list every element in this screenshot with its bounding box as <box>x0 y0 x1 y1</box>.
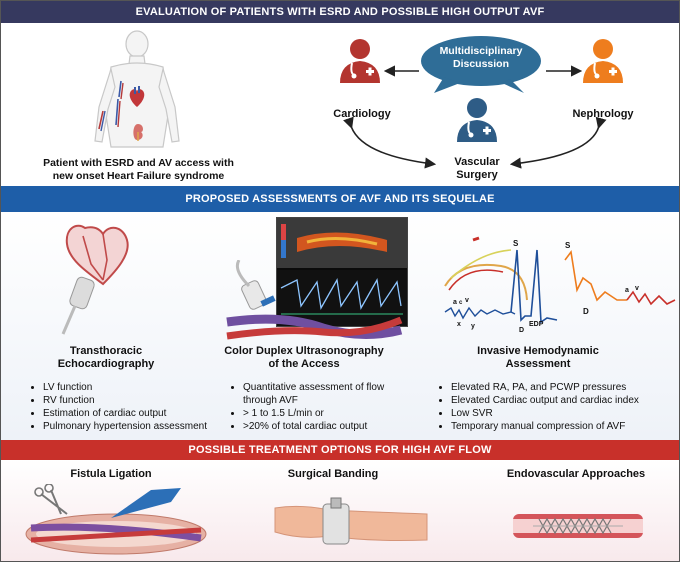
echo-title: Transthoracic Echocardiography <box>51 345 161 371</box>
waveform-label-s1: S <box>513 239 519 248</box>
echo-title-line2: Echocardiography <box>57 358 155 370</box>
vascular-surgeon-icon <box>457 98 497 142</box>
list-item: Quantitative assessment of flow through … <box>243 381 418 407</box>
header-title: EVALUATION OF PATIENTS WITH ESRD AND POS… <box>135 6 545 18</box>
duplex-image <box>277 218 407 326</box>
invasive-list: Elevated RA, PA, and PCWP pressures Elev… <box>439 381 680 433</box>
discussion-line2: Discussion <box>452 58 510 70</box>
pressure-waveform-diagram: S S D D EDP a c v x y a v <box>444 236 676 334</box>
discussion-label: Multidisciplinary Discussion <box>421 45 541 71</box>
vascular-line1: Vascular <box>454 156 500 168</box>
waveform-label-y: y <box>471 323 475 330</box>
waveform-label-a: a <box>453 299 457 306</box>
discussion-line1: Multidisciplinary <box>439 45 523 57</box>
nephrology-label: Nephrology <box>572 108 634 120</box>
duplex-probe-vessel-icon <box>226 260 403 340</box>
patient-caption-line1: Patient with ESRD and AV access with <box>43 157 234 169</box>
kidney-icon <box>133 124 143 141</box>
waveform-label-a2: a <box>625 287 629 294</box>
waveform-label-edp: EDP <box>529 321 544 328</box>
duplex-title-line1: Color Duplex Ultrasonography <box>224 345 384 357</box>
treatment-option-banding: Surgical Banding <box>287 468 379 480</box>
nephrology-doctor-icon <box>583 39 623 83</box>
treatment-option-endovascular: Endovascular Approaches <box>506 468 646 480</box>
header-banner: EVALUATION OF PATIENTS WITH ESRD AND POS… <box>1 1 679 23</box>
treatment-option-ligation: Fistula Ligation <box>70 468 152 480</box>
duplex-title-line2: of the Access <box>268 358 340 370</box>
connector-arrows <box>343 65 607 169</box>
invasive-title-line2: Assessment <box>505 358 571 370</box>
assessments-panel: Transthoracic Echocardiography LV functi… <box>1 212 679 440</box>
vascular-label: Vascular Surgery <box>431 156 523 182</box>
patient-caption-line2: new onset Heart Failure syndrome <box>52 170 225 182</box>
echo-probe-icon <box>61 224 129 335</box>
treatment-banner: POSSIBLE TREATMENT OPTIONS FOR HIGH AVF … <box>1 440 679 460</box>
assessments-title: PROPOSED ASSESSMENTS OF AVF AND ITS SEQU… <box>185 193 495 205</box>
list-item: Elevated Cardiac output and cardiac inde… <box>451 394 680 407</box>
fistula-ligation-icon <box>25 484 207 555</box>
cardiology-doctor-icon <box>340 39 380 83</box>
echo-list: LV function RV function Estimation of ca… <box>31 381 243 433</box>
duplex-title: Color Duplex Ultrasonography of the Acce… <box>209 345 399 371</box>
evaluation-panel: Patient with ESRD and AV access with new… <box>1 23 679 186</box>
patient-caption: Patient with ESRD and AV access with new… <box>26 157 251 183</box>
list-item: Pulmonary hypertension assessment <box>43 420 243 433</box>
assessments-banner: PROPOSED ASSESSMENTS OF AVF AND ITS SEQU… <box>1 186 679 212</box>
endovascular-stent-icon <box>513 514 643 538</box>
surgical-banding-icon <box>274 497 428 545</box>
list-item: >20% of total cardiac output <box>243 420 418 433</box>
waveform-label-x: x <box>457 321 461 328</box>
waveform-label-s2: S <box>565 241 571 250</box>
treatment-panel: Fistula Ligation Surgical Banding Endova… <box>1 460 679 561</box>
list-item: Temporary manual compression of AVF <box>451 420 680 433</box>
waveform-label-c: c <box>459 300 463 306</box>
cardiology-label: Cardiology <box>333 108 391 120</box>
waveform-label-d2: D <box>583 307 589 316</box>
list-item: LV function <box>43 381 243 394</box>
invasive-title: Invasive Hemodynamic Assessment <box>463 345 613 371</box>
discussion-bubble-icon <box>421 36 541 93</box>
waveform-label-v: v <box>465 297 469 304</box>
treatment-title: POSSIBLE TREATMENT OPTIONS FOR HIGH AVF … <box>188 444 492 456</box>
waveform-label-d1: D <box>519 327 524 334</box>
list-item: > 1 to 1.5 L/min or <box>243 407 418 420</box>
waveform-label-v2: v <box>635 285 639 292</box>
vascular-line2: Surgery <box>456 169 498 181</box>
list-item: Low SVR <box>451 407 680 420</box>
duplex-list: Quantitative assessment of flow through … <box>231 381 418 433</box>
duplex-ultrasound-screen <box>276 217 408 327</box>
echo-title-line1: Transthoracic <box>69 345 143 357</box>
invasive-title-line1: Invasive Hemodynamic <box>477 345 599 357</box>
list-item: Estimation of cardiac output <box>43 407 243 420</box>
list-item: RV function <box>43 394 243 407</box>
list-item: Elevated RA, PA, and PCWP pressures <box>451 381 680 394</box>
heart-icon <box>129 86 145 107</box>
